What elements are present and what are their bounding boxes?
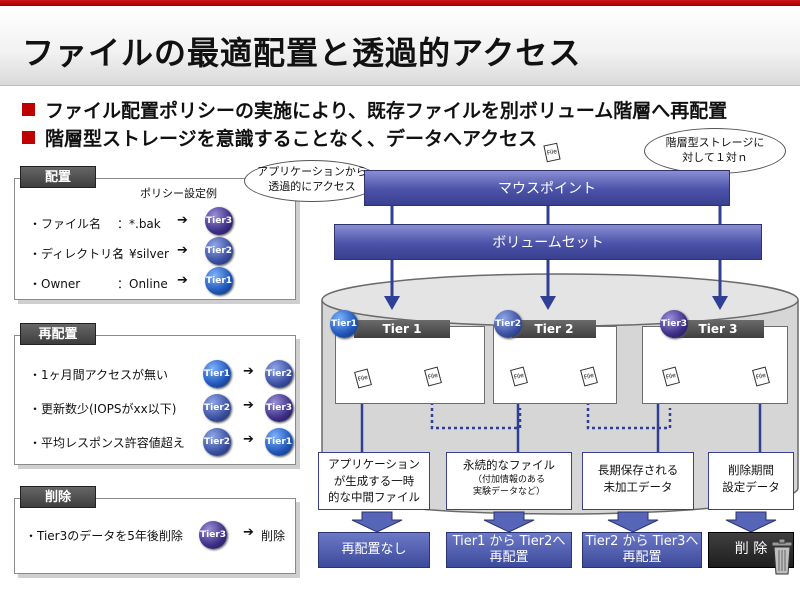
title-band: ファイルの最適配置と透過的アクセス — [0, 6, 800, 86]
down-block-arrows — [351, 511, 777, 533]
tier3-ball-icon: Tier3 — [205, 207, 233, 235]
tier1-ball-icon: Tier1 — [205, 267, 233, 295]
result-tier1-to-tier2: Tier1 から Tier2へ 再配置 — [446, 532, 572, 568]
desc-tier3: 長期保存される 未加工データ — [582, 452, 694, 510]
tier1-badge-icon: Tier1 — [330, 310, 358, 338]
desc-line: アプリケーション — [328, 457, 420, 471]
placement-tag: 配置 — [20, 166, 96, 188]
arrow-right-icon: ➔ — [177, 273, 188, 288]
relocation-dotted-lines — [430, 390, 672, 430]
desc-line: 削除期間 — [728, 463, 774, 477]
top-accent-bar — [0, 0, 800, 6]
result-no-relocation: 再配置なし — [318, 532, 430, 568]
arrow-right-icon: ➔ — [243, 432, 254, 447]
bullet-2: 階層型ストレージを意識することなく、データへアクセス — [22, 124, 537, 151]
tier2-box — [493, 326, 617, 404]
desc-tier2: 永続的なファイル （付加情報のある 実験データなど） — [446, 452, 572, 510]
placement-panel: ポリシー設定例 ・ファイル名 ：*.bak ➔ Tier3 ・ディレクトリ名 ：… — [14, 178, 296, 300]
desc-line: 長期保存される — [597, 463, 679, 477]
desc-note: 実験データなど） — [472, 486, 545, 497]
desc-line: 未加工データ — [603, 479, 673, 494]
placement-row-label: ・Owner — [29, 277, 81, 291]
cylinder-to-desc-lines — [360, 395, 762, 452]
result-tier2-to-tier3: Tier2 から Tier3へ 再配置 — [582, 532, 702, 568]
deletion-tag: 削除 — [20, 486, 96, 508]
connector-lines — [390, 205, 722, 300]
arrow-right-icon: ➔ — [243, 364, 254, 379]
placement-row-label: ・ディレクトリ名 — [29, 247, 125, 261]
policy-subtitle: ポリシー設定例 — [140, 187, 217, 200]
placement-row-value: ：*.bak — [117, 217, 161, 231]
relocation-tag: 再配置 — [20, 323, 96, 345]
tier1-ball-icon: Tier1 — [265, 428, 293, 456]
tier2-badge-icon: Tier2 — [494, 310, 522, 338]
tier2-ball-icon: Tier2 — [203, 394, 231, 422]
placement-row-label: ・ファイル名 — [29, 217, 102, 231]
trash-can-icon — [771, 538, 793, 575]
arrow-right-icon: ➔ — [243, 525, 254, 540]
callout-right-line: 対して１対ｎ — [682, 150, 748, 164]
relocation-panel: ・1ヶ月間アクセスが無い Tier1 ➔ Tier2 ・更新数少(IOPSがxx… — [14, 335, 296, 465]
placement-row-value: ：Online — [117, 277, 168, 291]
relocation-row-label: ・平均レスポンス許容値超え — [29, 436, 185, 450]
tier1-label: Tier 1 — [354, 320, 450, 338]
relocation-row-label: ・更新数少(IOPSがxx以下) — [29, 402, 177, 416]
desc-line: が生成する一時 — [333, 473, 415, 488]
bullet-1-text: ファイル配置ポリシーの実施により、既存ファイルを別ボリューム階層へ再配置 — [45, 100, 728, 122]
relocation-row-label: ・1ヶ月間アクセスが無い — [29, 368, 169, 382]
arrow-right-icon: ➔ — [243, 398, 254, 413]
tier3-box — [642, 326, 788, 404]
callout-left-line: アプリケーションから — [257, 165, 367, 178]
tier3-badge-icon: Tier3 — [660, 310, 688, 338]
connector-arrowheads — [384, 296, 728, 310]
page-title: ファイルの最適配置と透過的アクセス — [22, 34, 582, 72]
result-line: 再配置 — [489, 550, 529, 565]
arrow-right-icon: ➔ — [177, 213, 188, 228]
callout-left-line: 透過的にアクセス — [268, 179, 356, 193]
result-line: Tier2 から Tier3へ — [585, 533, 699, 549]
tier2-ball-icon: Tier2 — [203, 428, 231, 456]
callout-transparent-access: アプリケーションから 透過的にアクセス — [244, 160, 380, 202]
placement-row-value: ：¥silver — [117, 247, 169, 261]
tier3-label: Tier 3 — [672, 320, 764, 338]
deletion-result: 削除 — [261, 529, 286, 543]
volume-set-bar: ボリュームセット — [334, 224, 762, 260]
deletion-label: ・Tier3のデータを5年後削除 — [25, 529, 183, 543]
bullet-square-icon — [22, 131, 35, 144]
result-line: 削 除 — [734, 541, 768, 558]
result-line: Tier1 から Tier2へ — [452, 533, 566, 549]
desc-delete: 削除期間 設定データ — [708, 452, 794, 510]
desc-line: 設定データ — [722, 479, 780, 494]
tier3-ball-icon: Tier3 — [199, 521, 227, 549]
tier2-label: Tier 2 — [512, 320, 596, 338]
bullet-2-text: 階層型ストレージを意識することなく、データへアクセス — [45, 128, 538, 150]
bullet-square-icon — [22, 103, 35, 116]
callout-right-line: 階層型ストレージに — [665, 136, 765, 149]
result-line: 再配置 — [622, 550, 662, 565]
mount-point-bar: マウスポイント — [364, 170, 730, 206]
desc-tier1: アプリケーション が生成する一時 的な中間ファイル — [318, 452, 430, 510]
tier3-ball-icon: Tier3 — [265, 394, 293, 422]
tier2-ball-icon: Tier2 — [265, 360, 293, 388]
callout-one-to-n: 階層型ストレージに 対して１対ｎ — [644, 128, 786, 174]
tier2-ball-icon: Tier2 — [205, 237, 233, 265]
tier1-ball-icon: Tier1 — [203, 360, 231, 388]
desc-line: 的な中間ファイル — [328, 490, 420, 505]
desc-line: 永続的なファイル — [463, 458, 555, 472]
bullet-1: ファイル配置ポリシーの実施により、既存ファイルを別ボリューム階層へ再配置 — [22, 96, 727, 123]
result-line: 再配置なし — [341, 541, 407, 557]
deletion-panel: ・Tier3のデータを5年後削除 Tier3 ➔ 削除 — [14, 498, 296, 574]
desc-note: （付加情報のある — [472, 474, 545, 485]
arrow-right-icon: ➔ — [177, 243, 188, 258]
